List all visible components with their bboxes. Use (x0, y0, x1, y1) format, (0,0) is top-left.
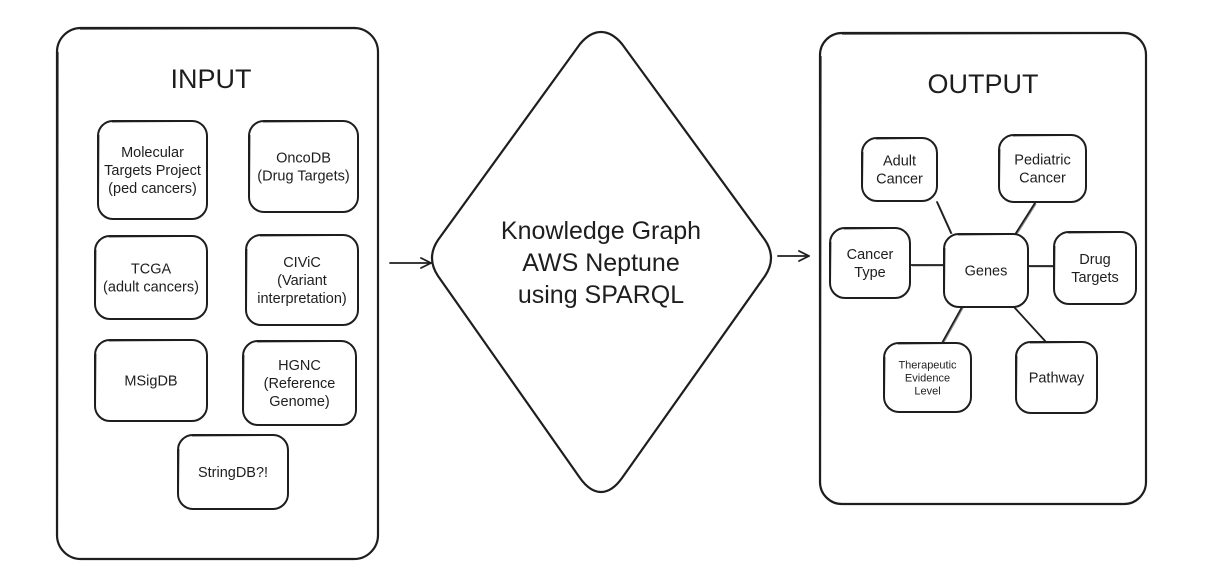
source-civic-box (245, 234, 359, 326)
source-tcga-label-line: TCGA (131, 262, 172, 278)
input-panel: INPUT (55, 26, 380, 561)
node-adult-cancer-label-line: Adult (883, 154, 916, 170)
node-cancer-type-label-line: Cancer (847, 247, 894, 263)
node-cancer-type-label-line: Type (854, 265, 885, 281)
node-genes: Genes (943, 233, 1029, 308)
source-msigdb-box (94, 339, 208, 422)
node-drug-targets-box (1053, 231, 1137, 305)
source-msigdb: MSigDB (94, 339, 208, 422)
source-stringdb: StringDB?! (177, 434, 289, 510)
edge-genes-pathway-sketch (1014, 307, 1048, 344)
source-tcga-sketch (95, 235, 196, 307)
node-drug-targets-label-line: Drug (1079, 252, 1110, 268)
source-hgnc-label-line: (Reference (264, 376, 336, 392)
node-pathway-label-line: Pathway (1029, 371, 1085, 387)
source-oncodb-sketch (249, 120, 347, 200)
node-therapeutic-evidence-level-box (883, 342, 972, 413)
knowledge-graph-label-line: AWS Neptune (522, 249, 679, 277)
node-pathway: Pathway (1015, 341, 1098, 414)
source-mtp-label-line: Targets Project (104, 163, 201, 179)
edge-genes-pediatric-cancer-sketch (1016, 203, 1037, 235)
source-mtp-label-line: (ped cancers) (108, 181, 197, 197)
node-adult-cancer-box (861, 137, 938, 202)
source-hgnc-sketch (243, 340, 345, 413)
node-pediatric-cancer-box (998, 134, 1087, 203)
source-mtp-sketch (98, 120, 196, 207)
node-cancer-type-sketch (830, 227, 899, 286)
node-cancer-type-box (829, 227, 911, 299)
source-msigdb-label-line: MSigDB (124, 374, 177, 390)
input-panel-frame (55, 26, 380, 561)
node-therapeutic-evidence-level-label-line: Level (914, 386, 940, 398)
node-genes-sketch (944, 233, 1017, 295)
edge-genes-pediatric-cancer (1015, 202, 1036, 234)
node-therapeutic-evidence-level-label-line: Evidence (905, 373, 950, 385)
source-hgnc-label-line: Genome) (269, 394, 329, 410)
source-hgnc-box (242, 340, 357, 426)
source-hgnc-label-line: HGNC (278, 358, 321, 374)
source-civic-sketch (246, 234, 347, 313)
edge-genes-adult-cancer (936, 201, 952, 234)
node-therapeutic-evidence-level-label-line: Therapeutic (898, 360, 957, 372)
node-pathway-sketch (1016, 341, 1086, 401)
source-mtp-label-line: Molecular (121, 145, 184, 161)
output-panel-frame (818, 31, 1148, 506)
source-stringdb-sketch (178, 434, 277, 497)
knowledge-graph-diamond (430, 30, 773, 494)
source-stringdb-box (177, 434, 289, 510)
output-panel-sketch (820, 32, 1125, 483)
source-tcga-box (94, 235, 208, 320)
source-msigdb-sketch (95, 339, 196, 409)
source-tcga-label-line: (adult cancers) (103, 280, 199, 296)
node-drug-targets-sketch (1054, 231, 1125, 292)
edge-genes-therapeutic-evidence-level (941, 306, 963, 344)
node-drug-targets-label-line: Targets (1071, 270, 1119, 286)
node-pathway-box (1015, 341, 1098, 414)
node-genes-label-line: Genes (965, 264, 1008, 280)
source-civic-label-line: (Variant (277, 273, 327, 289)
node-pediatric-cancer-sketch (999, 134, 1075, 190)
node-adult-cancer-sketch (862, 137, 926, 189)
node-genes-box (943, 233, 1029, 308)
edge-genes-adult-cancer-sketch (937, 202, 953, 235)
source-civic: CIViC (Variant interpretation) (245, 234, 359, 326)
knowledge-graph-label-line: using SPARQL (518, 281, 684, 309)
node-therapeutic-evidence-level-sketch (884, 342, 960, 400)
knowledge-graph-label-line: Knowledge Graph (501, 217, 701, 245)
output-edges (910, 201, 1056, 345)
source-stringdb-label-line: StringDB?! (198, 465, 268, 481)
source-tcga: TCGA (adult cancers) (94, 235, 208, 320)
source-civic-label-line: interpretation) (257, 291, 346, 307)
node-adult-cancer-label-line: Cancer (876, 172, 923, 188)
input-panel-sketch (57, 28, 357, 537)
source-oncodb-label-line: OncoDB (276, 151, 331, 167)
source-civic-label-line: CIViC (283, 255, 321, 271)
node-pediatric-cancer-label-line: Cancer (1019, 171, 1066, 187)
source-oncodb: OncoDB (Drug Targets) (248, 120, 359, 213)
node-pediatric-cancer-label-line: Pediatric (1014, 153, 1070, 169)
input-title: INPUT (171, 64, 252, 94)
source-oncodb-box (248, 120, 359, 213)
source-mtp-box (97, 120, 208, 220)
output-panel: OUTPUT (818, 31, 1148, 506)
output-title: OUTPUT (928, 69, 1039, 99)
edge-genes-therapeutic-evidence-level-sketch (942, 307, 964, 345)
source-oncodb-label-line: (Drug Targets) (257, 169, 349, 185)
